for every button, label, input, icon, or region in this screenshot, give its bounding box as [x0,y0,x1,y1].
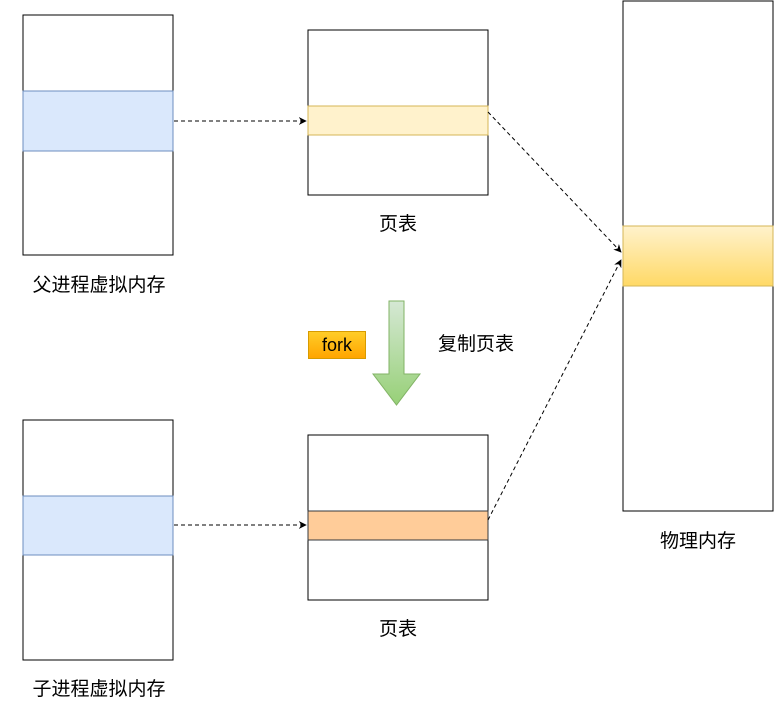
copy-page-table-label: 复制页表 [437,333,514,355]
physical-memory [622,0,774,512]
child-vm-page [22,495,174,556]
parent-page-table [307,29,489,196]
copy-arrow [371,300,422,406]
child-page-table-entry [307,510,489,541]
child-page-table-label: 页表 [378,618,417,640]
child-virtual-memory [22,419,174,661]
fork-tag: fork [308,331,366,359]
parent-page-table-entry [307,105,489,136]
parent-page-table-to-physical-arrow [487,111,622,253]
child-vm-label: 子进程虚拟内存 [32,678,166,700]
parent-virtual-memory [22,14,174,256]
physical-memory-page [622,225,774,287]
parent-vm-page [22,90,174,152]
child-page-table [307,434,489,601]
physical-memory-label: 物理内存 [659,530,736,552]
parent-vm-label: 父进程虚拟内存 [32,274,166,296]
fork-label: fork [321,334,352,355]
parent-page-table-label: 页表 [378,213,417,235]
child-page-table-to-physical-arrow [487,259,622,521]
